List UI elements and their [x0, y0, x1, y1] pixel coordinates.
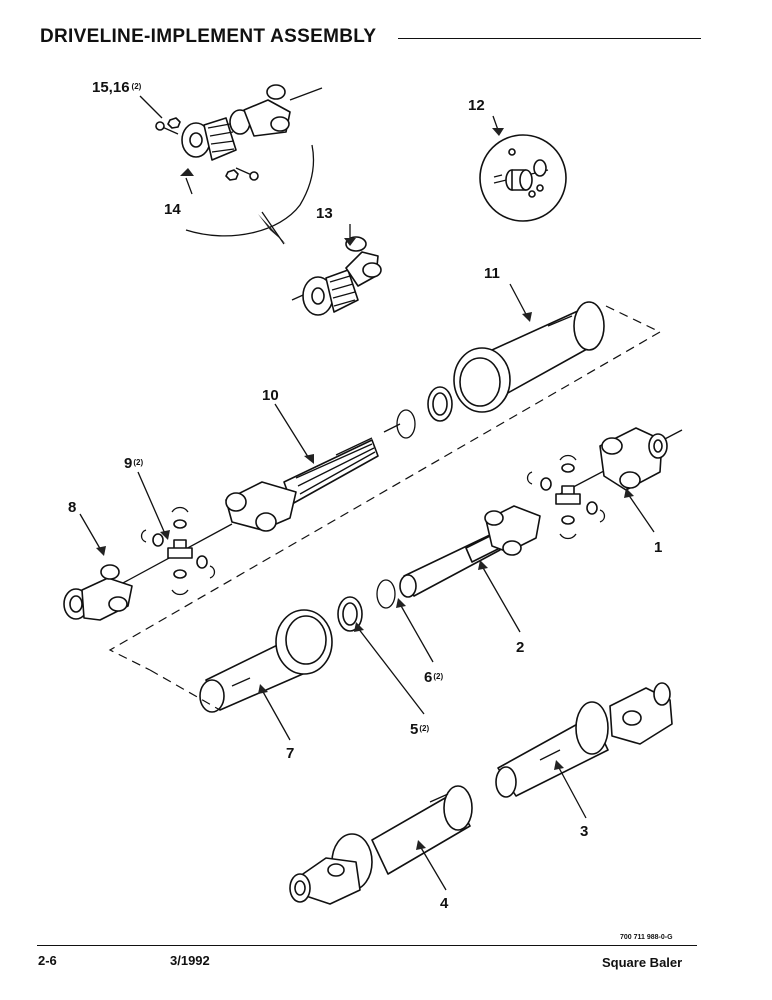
part-9-universal-cross-right — [526, 454, 606, 540]
drawing-code: 700 711 988-0-G — [620, 934, 673, 941]
callout-15-16: 15,16(2) — [92, 79, 142, 96]
lower-assembly-outline — [149, 669, 221, 711]
callout-1: 1 — [654, 539, 662, 556]
callout-9: 9(2) — [124, 455, 143, 472]
part-1-yoke — [559, 427, 683, 495]
callout-6: 6(2) — [424, 669, 443, 686]
part-15-16-bolts — [155, 117, 259, 181]
page-number: 2-6 — [38, 953, 57, 968]
part-10-spline-shaft — [225, 423, 401, 532]
part-11-outer-shield — [453, 301, 605, 413]
callout-10: 10 — [262, 387, 279, 404]
callout-5: 5(2) — [410, 721, 429, 738]
callout-14: 14 — [164, 201, 181, 218]
callout-12: 12 — [468, 97, 485, 114]
callout-4: 4 — [440, 895, 449, 912]
part-9-universal-cross-left — [109, 506, 233, 596]
part-3-driveline-half — [495, 682, 673, 798]
upper-assembly-outline — [108, 305, 662, 671]
callout-2: 2 — [516, 639, 524, 656]
callout-13: 13 — [316, 205, 333, 222]
model-name: Square Baler — [602, 955, 683, 970]
inset-yoke — [229, 84, 323, 137]
callout-3: 3 — [580, 823, 588, 840]
page-title: DRIVELINE-IMPLEMENT ASSEMBLY — [40, 26, 377, 47]
part-13-clutch-yoke — [291, 236, 382, 316]
part-5-6-lower-rings — [337, 579, 396, 632]
callout-7: 7 — [286, 745, 294, 762]
footer-rule — [37, 945, 697, 946]
part-4-driveline-half — [289, 785, 473, 905]
part-7-outer-shield — [199, 609, 333, 713]
callout-8: 8 — [68, 499, 76, 516]
part-8-end-yoke — [63, 564, 133, 621]
title-rule — [398, 38, 701, 39]
leader-lines — [79, 95, 655, 891]
part-14-slip-clutch — [181, 117, 237, 161]
part-12-detail-circle — [479, 134, 567, 222]
callout-11: 11 — [484, 265, 500, 282]
part-5-6-upper-rings — [396, 386, 453, 439]
part-2-inner-tube — [399, 505, 541, 598]
revision-date: 3/1992 — [170, 953, 210, 968]
detail-inset — [185, 144, 315, 245]
